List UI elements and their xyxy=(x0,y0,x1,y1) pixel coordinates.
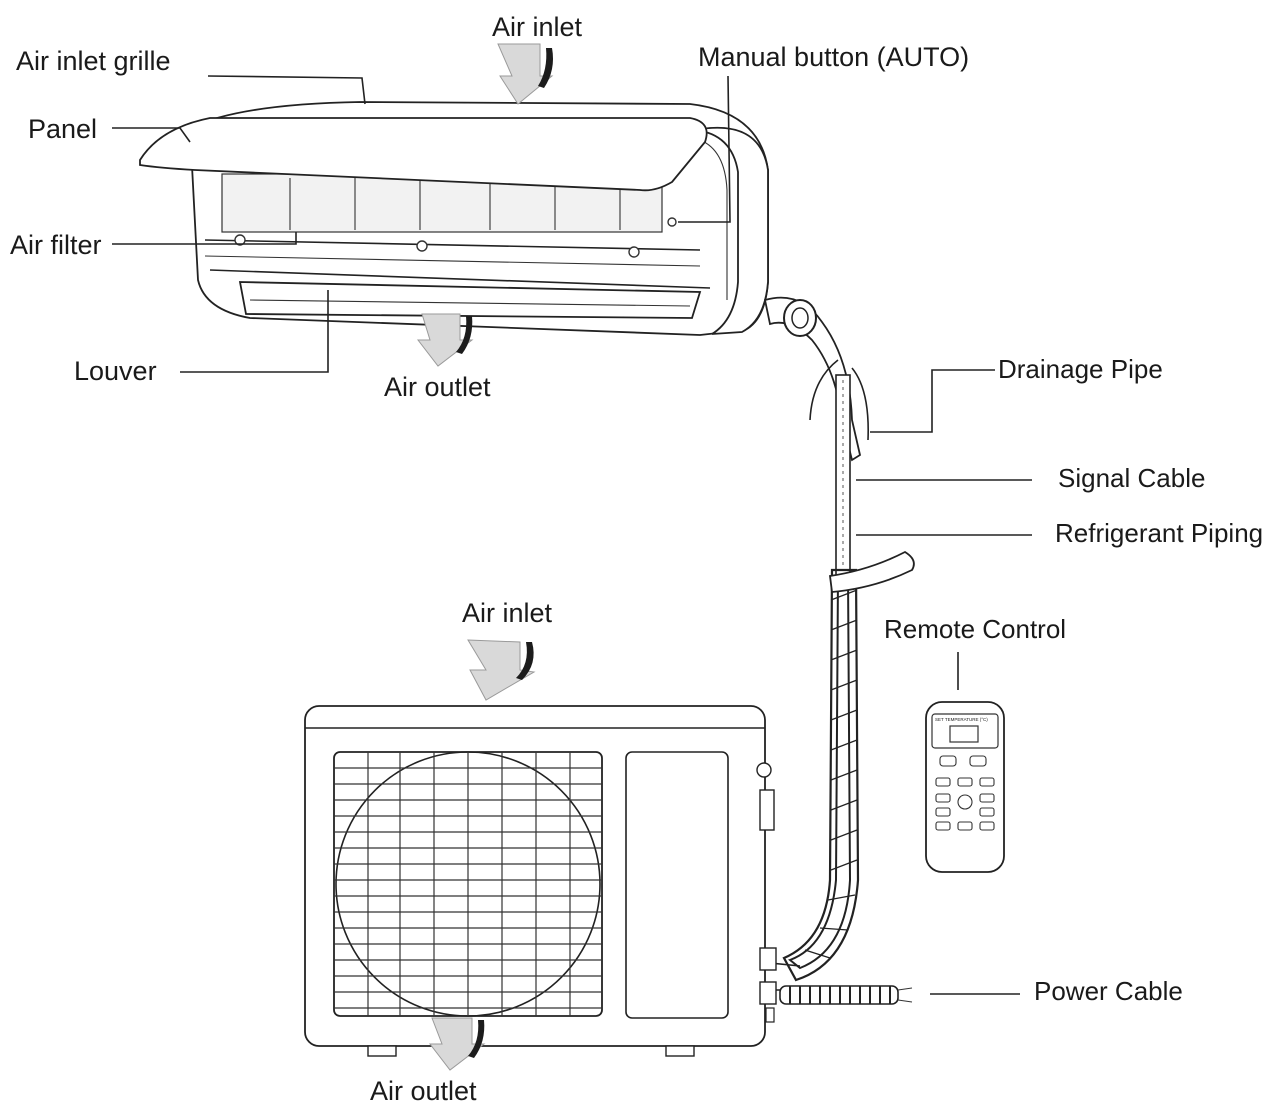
indoor-air-outlet-arrow xyxy=(416,313,474,367)
label-manual-button: Manual button (AUTO) xyxy=(698,42,969,72)
label-indoor-air-inlet: Air inlet xyxy=(492,12,583,42)
label-louver: Louver xyxy=(74,356,157,386)
piping-bundle xyxy=(759,296,915,991)
power-cable xyxy=(779,985,913,1005)
label-air-inlet-grille: Air inlet grille xyxy=(16,46,171,76)
remote-screen-text: SET TEMPERATURE (°C) xyxy=(935,717,988,722)
label-signal-cable: Signal Cable xyxy=(1058,463,1205,493)
indoor-unit xyxy=(139,101,769,336)
label-drainage-pipe: Drainage Pipe xyxy=(998,354,1163,384)
label-outdoor-air-inlet: Air inlet xyxy=(462,598,553,628)
indoor-air-inlet-arrow xyxy=(497,43,554,105)
leader-lines xyxy=(112,75,1032,995)
label-power-cable: Power Cable xyxy=(1034,976,1183,1006)
label-indoor-air-outlet: Air outlet xyxy=(384,372,491,402)
label-panel: Panel xyxy=(28,114,97,144)
label-air-filter: Air filter xyxy=(10,230,102,260)
label-outdoor-air-outlet: Air outlet xyxy=(370,1076,477,1106)
outdoor-air-outlet-arrow xyxy=(428,1017,486,1071)
outdoor-unit xyxy=(304,705,777,1057)
outdoor-air-inlet-arrow xyxy=(467,639,536,701)
remote-control: SET TEMPERATURE (°C) xyxy=(925,701,1005,873)
label-remote-control: Remote Control xyxy=(884,614,1066,644)
label-refrigerant-piping: Refrigerant Piping xyxy=(1055,518,1263,548)
